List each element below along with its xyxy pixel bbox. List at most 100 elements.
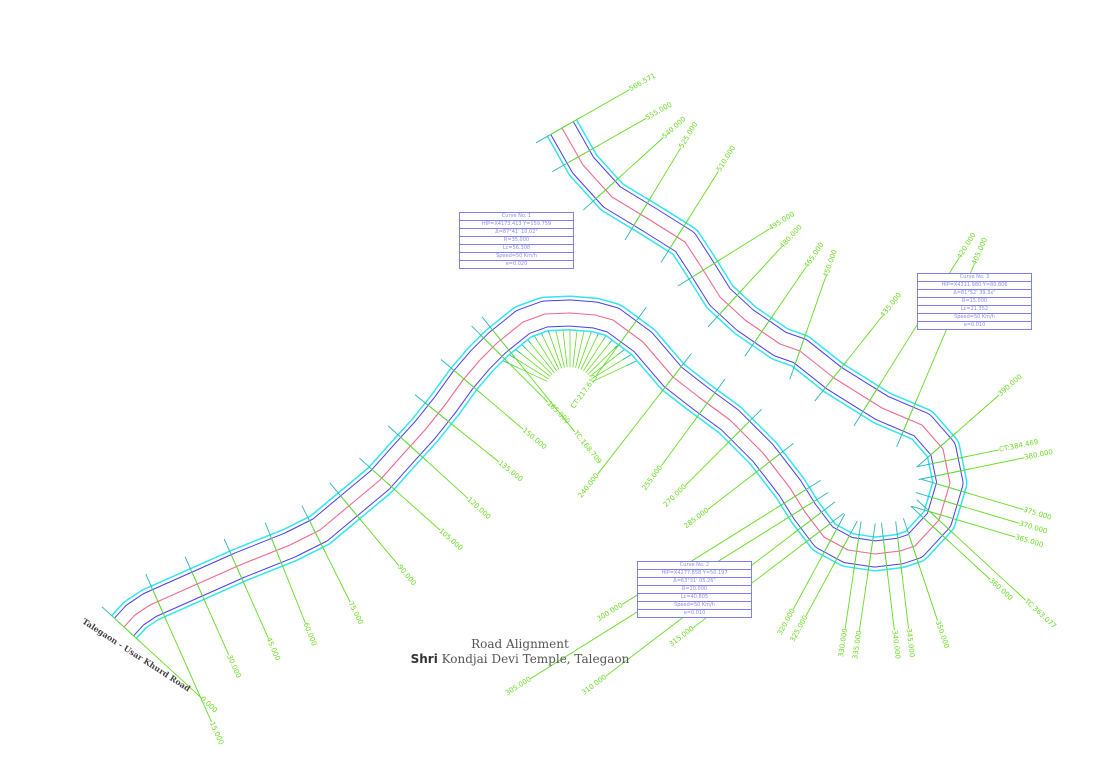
chainage-station: 405.000 — [896, 236, 989, 448]
curve-table-row: HIP=X4311.980 Y=80.806 — [918, 282, 1031, 290]
chainage-station: TC:363.077 — [916, 499, 1058, 631]
chainage-leader-line — [113, 617, 202, 699]
chainage-station: 345.000 — [895, 521, 916, 658]
curve-table-row: Speed=50 Km/h — [918, 314, 1031, 322]
chainage-leader-line — [931, 496, 1020, 524]
chainage-leader-line — [753, 266, 807, 344]
chainage-label: 165.000 — [545, 399, 571, 425]
chainage-leader-line — [707, 452, 782, 510]
chainage-label: 135.000 — [497, 459, 525, 483]
chainage-leader-line — [669, 170, 719, 250]
chainage-label: 255.000 — [641, 464, 665, 492]
chainage-station: 340.000 — [881, 522, 902, 660]
curve-table-row: HIP=X4173.413 Y=159.759 — [460, 221, 573, 229]
chainage-label: TC:363.077 — [1022, 597, 1058, 631]
chainage-leader-line — [370, 468, 441, 531]
curve-table-row: Δ=87°41' 10.02" — [460, 229, 573, 237]
chainage-leader-line — [684, 420, 751, 486]
chainage-leader-line — [399, 436, 469, 499]
curve-table-row: R=35.000 — [460, 237, 573, 245]
chainage-leader-line — [922, 516, 991, 580]
chainage-leader-line — [660, 391, 716, 467]
chainage-label: 315.000 — [668, 624, 696, 648]
curve-table-row: Curve No. 3 — [918, 274, 1031, 282]
chainage-leader-line — [427, 404, 500, 463]
chainage-label: 340.000 — [890, 630, 901, 660]
chainage-label: 75.000 — [347, 600, 365, 625]
chainage-leader-line — [858, 539, 874, 631]
chainage-leader-line — [491, 328, 576, 433]
chainage-label: 566.571 — [628, 72, 657, 93]
curve-table-row: Δ=63°31' 05.26" — [638, 578, 751, 586]
curve-table-row: Curve No. 1 — [460, 213, 573, 221]
road-corridor — [111, 119, 968, 639]
chainage-leader-line — [935, 482, 1024, 511]
chainage-label: 150.000 — [521, 426, 548, 451]
chainage-label: 370.000 — [1018, 520, 1048, 536]
subtitle-rest: Kondjai Devi Temple, Talegaon — [441, 652, 630, 666]
chainage-leader-line — [931, 449, 1000, 465]
curve-table-row: e=0.020 — [505, 261, 528, 267]
chainage-leader-line — [926, 510, 1016, 538]
chainage-label: 15.000 — [208, 720, 225, 746]
chainage-label: 305.000 — [504, 675, 533, 697]
chainage-label: 120.000 — [465, 496, 492, 521]
chainage-leader-line — [929, 394, 1000, 456]
curve-table-1: Curve No. 1 HIP=X4173.413 Y=159.759 Δ=87… — [459, 212, 574, 269]
chainage-leader-line — [908, 533, 938, 621]
chainage-label: 375.000 — [1022, 506, 1052, 522]
curve-table-row: R=20.000 — [638, 586, 751, 594]
chainage-leader-line — [928, 510, 1026, 601]
chainage-leader-line — [844, 537, 860, 629]
curve-table-row: e=0.010 — [683, 610, 706, 616]
curve-table-row: R=15.000 — [918, 298, 1031, 306]
curve-table-2: Curve No. 2 HIP=X4277.858 Y=50.197 Δ=63°… — [637, 561, 752, 618]
chainage-label: CT:217.613 — [569, 373, 599, 410]
chainage-leader-line — [805, 534, 851, 617]
chainage-leader-line — [482, 336, 549, 403]
chainage-leader-line — [594, 137, 664, 200]
chainage-label: 300.000 — [596, 601, 625, 623]
chainage-leader-line — [595, 319, 638, 377]
curve-table-row: Speed=50 Km/h — [460, 253, 573, 261]
chainage-label: 105.000 — [437, 527, 464, 552]
chainage-leader-line — [191, 571, 230, 656]
chainage-label: 270.000 — [662, 483, 688, 509]
chainage-leader-line — [632, 147, 682, 227]
chainage-label: 555.000 — [644, 101, 673, 122]
chainage-label: 480.000 — [778, 223, 803, 250]
chainage-leader-line — [934, 457, 1025, 477]
chainage-label: 465.000 — [803, 241, 826, 269]
curve-table-row: Lc=40.805 — [638, 594, 751, 602]
chainage-leader-line — [565, 117, 647, 165]
drawing-subtitle: Shri Kondjai Devi Temple, Talegaon — [380, 652, 660, 666]
chainage-label: 330.000 — [837, 628, 849, 658]
chainage-leader-line — [792, 527, 838, 610]
chainage-leader-line — [151, 588, 212, 723]
chainage-label: 310.000 — [580, 673, 608, 697]
chainage-leader-line — [794, 277, 826, 365]
chainage-label: 365.000 — [1014, 533, 1044, 549]
subtitle-bold: Shri — [410, 652, 438, 666]
chainage-label: 0.000 — [199, 695, 219, 714]
chainage-label: 90.000 — [396, 563, 418, 587]
chainage-leader-line — [549, 89, 631, 136]
chainage-label: 350.000 — [934, 619, 951, 649]
chainage-leader-line — [691, 228, 770, 279]
curve-table-row: Curve No. 2 — [638, 562, 751, 570]
chainage-label: 285.000 — [683, 506, 711, 530]
centerline — [123, 127, 951, 628]
chainage-leader-line — [824, 316, 883, 389]
curve-table-3: Curve No. 3 HIP=X4311.980 Y=80.806 Δ=81°… — [917, 273, 1032, 330]
curve-table-row: e=0.010 — [963, 322, 986, 328]
curve-table-row: Lc=56.308 — [460, 245, 573, 253]
chainage-label: 360.000 — [988, 577, 1015, 603]
curve-table-row: Lc=21.352 — [918, 306, 1031, 314]
chainage-leader-line — [308, 519, 351, 603]
lane-surface — [114, 121, 963, 636]
chainage-label: TC:168.709 — [571, 429, 603, 466]
chainage-label: 30.000 — [225, 654, 242, 680]
curve-table-row: Speed=50 Km/h — [638, 602, 751, 610]
chainage-label: 435.000 — [879, 291, 903, 319]
chainage-label: 345.000 — [905, 628, 916, 658]
